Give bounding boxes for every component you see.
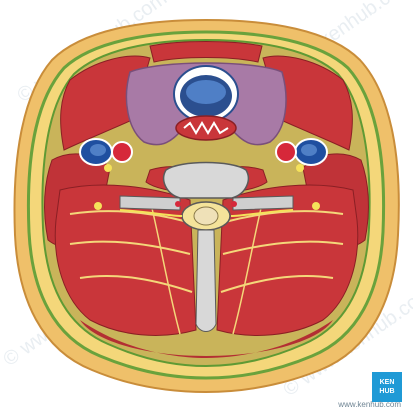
source-credit: www.kenhub.com — [338, 400, 401, 409]
vertebral-artery-right — [231, 201, 237, 207]
fascial-line — [79, 275, 193, 293]
posterior-muscle-right — [216, 184, 359, 336]
fascial-line — [224, 210, 344, 223]
carotid-artery-right — [275, 141, 297, 163]
nerve-dot-right — [312, 202, 320, 210]
trachea-highlight — [186, 80, 226, 104]
fascial-line — [69, 240, 191, 255]
posterior-muscle-left — [54, 184, 197, 336]
kenhub-logo: KEN HUB — [372, 372, 402, 402]
spinal-nerve-left — [119, 209, 183, 217]
fascial-line — [222, 240, 344, 255]
vagus-nerve-left — [104, 164, 112, 172]
internal-jugular-vein-right-highlight — [301, 144, 317, 156]
spinal-nerve-right — [230, 209, 294, 217]
vagus-nerve-right — [296, 164, 304, 172]
internal-jugular-vein-left-highlight — [90, 144, 106, 156]
sternocleidomastoid-right — [262, 55, 353, 151]
vertebral-artery-left — [175, 201, 181, 207]
esophagus-lumen — [183, 121, 229, 135]
vertebral-body — [162, 161, 250, 199]
fascial-line — [220, 275, 334, 293]
spinal-cord — [193, 206, 219, 226]
spinous-process — [195, 229, 217, 332]
nerve-dot-left — [94, 202, 102, 210]
transverse-process-left — [119, 195, 181, 211]
fascial-line — [69, 210, 189, 223]
logo-line-1: KEN — [379, 379, 395, 386]
transverse-process-right — [232, 195, 294, 211]
logo-line-2: HUB — [379, 388, 395, 395]
infrahyoid-muscles — [149, 41, 263, 63]
carotid-artery-left — [111, 141, 133, 163]
